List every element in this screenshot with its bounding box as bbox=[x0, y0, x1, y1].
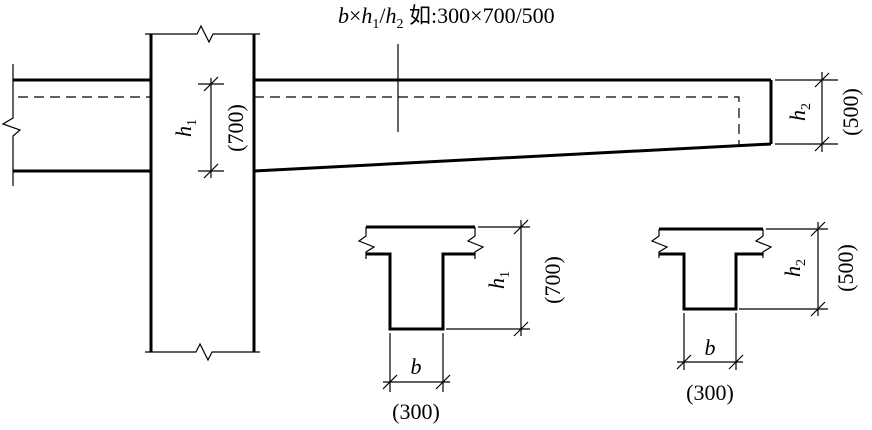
column-top-break-line bbox=[145, 24, 260, 44]
section-tip-h2-value: (500) bbox=[833, 244, 858, 292]
column bbox=[145, 24, 260, 362]
section-root: h1 (700) b (300) bbox=[357, 219, 565, 424]
section-tip-b-label: b bbox=[705, 335, 716, 360]
left-beam bbox=[1, 64, 151, 186]
column-bottom-break-line bbox=[145, 342, 260, 362]
left-break-line bbox=[1, 64, 22, 186]
elevation-h2-label: h2 bbox=[785, 103, 814, 121]
section-tip-b-value: (300) bbox=[686, 380, 734, 405]
section-root-h1-value: (700) bbox=[540, 256, 565, 304]
section-root-h1-label: h1 bbox=[484, 271, 513, 289]
elevation-h2-value: (500) bbox=[838, 88, 863, 136]
cantilever-beam bbox=[253, 44, 773, 173]
dimension-notation: b×h1/h2 如:300×700/500 bbox=[338, 3, 555, 32]
section-root-b-label: b bbox=[411, 354, 422, 379]
section-tip-h2-label: h2 bbox=[780, 259, 809, 277]
section-tip: h2 (500) b (300) bbox=[650, 221, 858, 405]
elevation-h1-dimension: h1 (700) bbox=[171, 76, 248, 179]
section-root-b-value: (300) bbox=[392, 399, 440, 424]
elevation-h1-label: h1 bbox=[171, 119, 200, 137]
elevation-h1-value: (700) bbox=[223, 104, 248, 152]
elevation-h2-dimension: h2 (500) bbox=[775, 72, 863, 152]
